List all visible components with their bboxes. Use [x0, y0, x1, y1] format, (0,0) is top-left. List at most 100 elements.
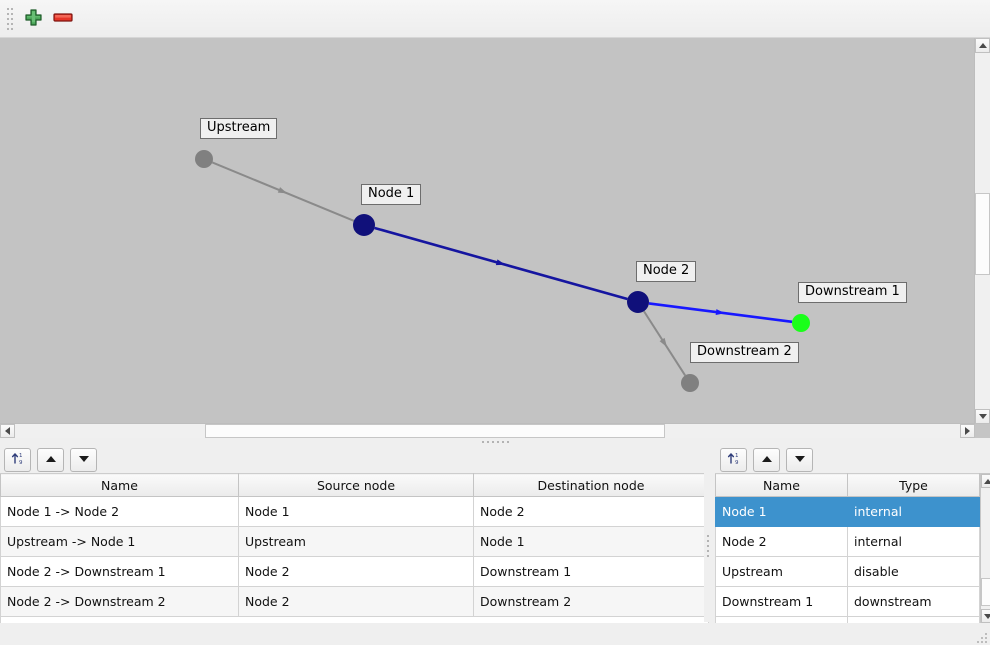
add-button[interactable] — [18, 5, 48, 33]
edges-move-down-button[interactable] — [70, 447, 97, 472]
graph-node-downstream1[interactable] — [792, 314, 810, 332]
edges-cell-1[interactable]: Node 2 — [238, 556, 474, 587]
nodes-column-header-1[interactable]: Type — [847, 473, 980, 497]
node-label-upstream[interactable]: Upstream — [200, 118, 278, 139]
nodes-cell-0[interactable]: Upstream — [715, 556, 848, 587]
svg-text:1: 1 — [735, 453, 739, 459]
triangle-down-icon — [77, 452, 91, 467]
vertical-scroll-thumb[interactable] — [975, 193, 990, 275]
sort-ascending-icon: 1 9 — [726, 450, 742, 469]
edges-cell-2[interactable]: Downstream 2 — [473, 586, 709, 617]
edges-cell-0[interactable]: Node 2 -> Downstream 2 — [0, 586, 239, 617]
node-label-node1[interactable]: Node 1 — [361, 184, 422, 205]
nodes-cell-0[interactable]: Downstream 1 — [715, 586, 848, 617]
graph-node-node1[interactable] — [353, 214, 375, 236]
edges-column-header-2[interactable]: Destination node — [473, 473, 709, 497]
toolbar-drag-handle[interactable] — [3, 7, 13, 30]
edges-column-header-0[interactable]: Name — [0, 473, 239, 497]
nodes-cell-1[interactable]: internal — [847, 526, 980, 557]
nodes-cell-1[interactable]: downstream — [847, 586, 980, 617]
edges-sort-button[interactable]: 1 9 — [4, 447, 31, 472]
triangle-up-icon — [760, 452, 774, 467]
graph-node-upstream[interactable] — [195, 150, 213, 168]
nodes-cell-0[interactable]: Node 1 — [715, 496, 848, 527]
edges-cell-0[interactable]: Upstream -> Node 1 — [0, 526, 239, 557]
status-bar — [0, 623, 990, 645]
edge-node2-downstream2-arrowhead — [659, 337, 667, 348]
triangle-up-icon — [44, 452, 58, 467]
scroll-left-button[interactable] — [0, 424, 15, 438]
edges-cell-0[interactable]: Node 1 -> Node 2 — [0, 496, 239, 527]
triangle-right-icon — [965, 427, 970, 435]
svg-text:1: 1 — [19, 453, 23, 459]
edge-upstream-node1-arrowhead — [277, 187, 288, 194]
edges-move-up-button[interactable] — [37, 447, 64, 472]
main-toolbar — [0, 0, 990, 38]
nodes-cell-1[interactable]: disable — [847, 556, 980, 587]
nodes-sort-button[interactable]: 1 9 — [720, 447, 747, 472]
graph-node-downstream2[interactable] — [681, 374, 699, 392]
vertical-splitter[interactable] — [704, 470, 712, 622]
edges-cell-2[interactable]: Downstream 1 — [473, 556, 709, 587]
nodes-toolbar: 1 9 — [710, 444, 990, 473]
graph-node-node2[interactable] — [627, 291, 649, 313]
nodes-move-down-button[interactable] — [786, 447, 813, 472]
horizontal-scroll-thumb[interactable] — [205, 424, 665, 438]
nodes-move-up-button[interactable] — [753, 447, 780, 472]
edge-node1-node2-arrowhead — [495, 259, 506, 266]
edges-cell-1[interactable]: Node 2 — [238, 586, 474, 617]
triangle-up-icon — [984, 478, 990, 484]
edge-node2-downstream1-arrowhead — [715, 309, 725, 316]
graph-svg — [195, 150, 810, 392]
edges-cell-2[interactable]: Node 1 — [473, 526, 709, 557]
nodes-cell-0[interactable]: Node 2 — [715, 526, 848, 557]
sort-ascending-icon: 1 9 — [10, 450, 26, 469]
node-label-downstream1[interactable]: Downstream 1 — [798, 282, 907, 303]
plus-icon — [24, 8, 43, 30]
canvas-horizontal-scrollbar[interactable] — [0, 423, 975, 438]
scroll-down-button[interactable] — [981, 609, 990, 623]
splitter-grip — [707, 535, 709, 557]
edges-cell-1[interactable]: Upstream — [238, 526, 474, 557]
canvas-vertical-scrollbar[interactable] — [974, 38, 990, 424]
scroll-right-button[interactable] — [960, 424, 975, 438]
scroll-up-button[interactable] — [975, 38, 990, 53]
edges-cell-2[interactable]: Node 2 — [473, 496, 709, 527]
triangle-up-icon — [978, 43, 987, 48]
remove-button[interactable] — [48, 5, 78, 33]
edges-column-header-1[interactable]: Source node — [238, 473, 474, 497]
minus-icon — [52, 10, 74, 27]
node-label-node2[interactable]: Node 2 — [636, 261, 697, 282]
node-label-downstream2[interactable]: Downstream 2 — [690, 342, 799, 363]
nodes-table-scrollbar[interactable] — [980, 473, 990, 624]
nodes-column-header-0[interactable]: Name — [715, 473, 848, 497]
triangle-left-icon — [5, 427, 10, 435]
nodes-cell-1[interactable]: internal — [847, 496, 980, 527]
edges-cell-0[interactable]: Node 2 -> Downstream 1 — [0, 556, 239, 587]
resize-grip[interactable] — [977, 633, 987, 643]
triangle-down-icon — [984, 613, 990, 619]
horizontal-splitter[interactable] — [0, 438, 990, 446]
scroll-up-button[interactable] — [981, 474, 990, 488]
nodes-scroll-thumb[interactable] — [981, 578, 990, 606]
edges-cell-1[interactable]: Node 1 — [238, 496, 474, 527]
triangle-down-icon — [793, 452, 807, 467]
scroll-down-button[interactable] — [975, 409, 990, 424]
